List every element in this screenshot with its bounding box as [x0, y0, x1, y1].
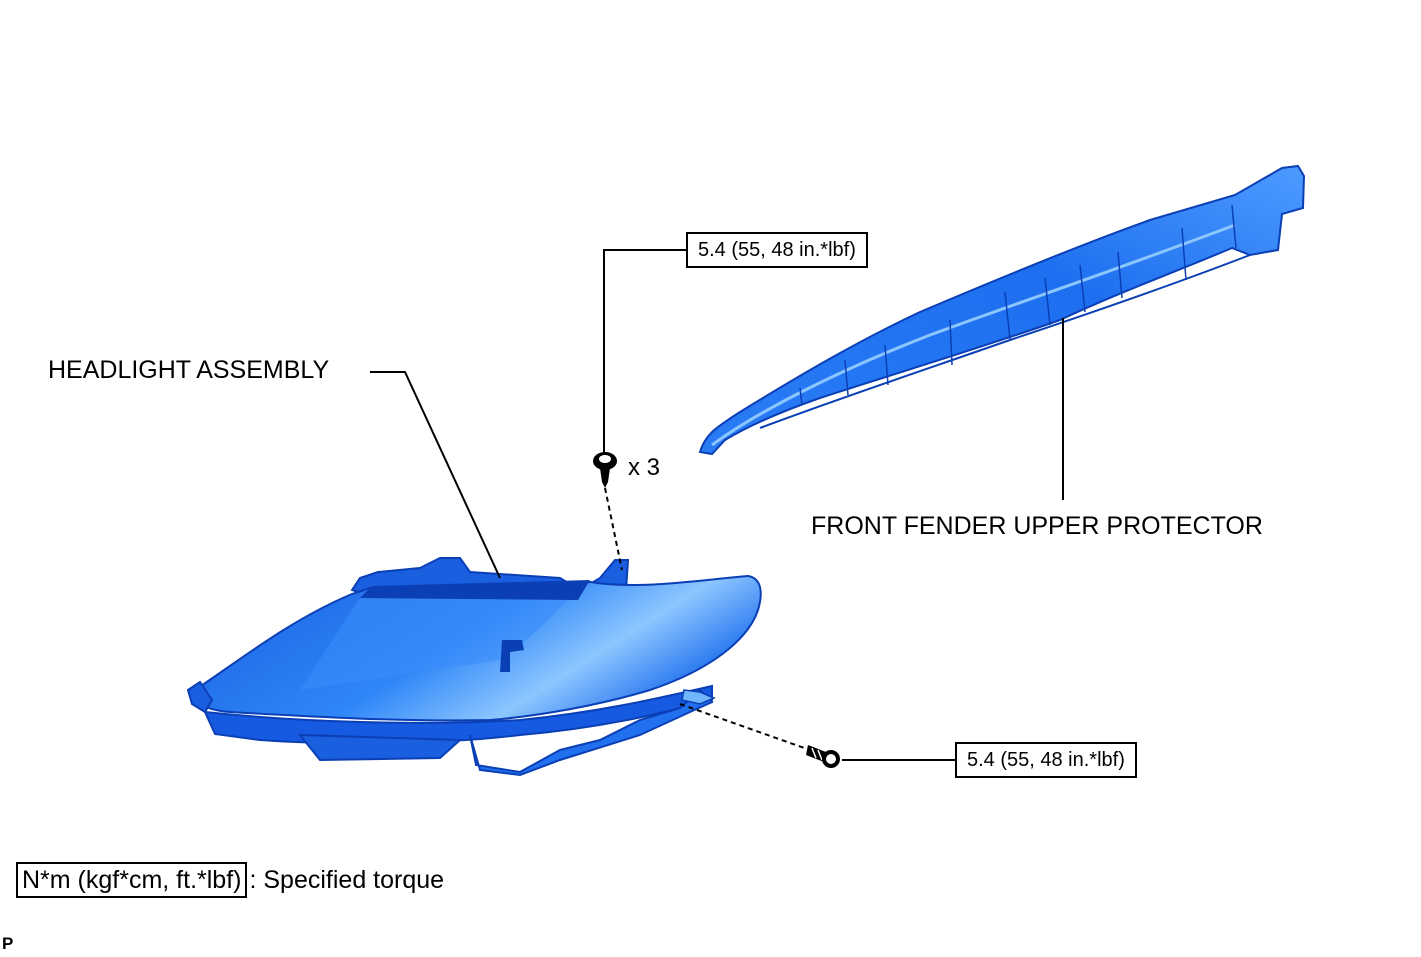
- dashed-install-lines: [604, 487, 811, 751]
- front-fender-upper-protector-part: [698, 164, 1306, 456]
- front-fender-upper-protector-label: FRONT FENDER UPPER PROTECTOR: [811, 512, 1263, 540]
- headlight-assembly-label: HEADLIGHT ASSEMBLY: [48, 356, 330, 384]
- leader-lines: [370, 249, 1064, 761]
- torque-legend: N*m (kgf*cm, ft.*lbf): Specified torque: [16, 862, 444, 898]
- legend-unit-box: N*m (kgf*cm, ft.*lbf): [16, 862, 248, 898]
- screw-icon: [593, 452, 617, 488]
- quantity-label: x 3: [628, 454, 661, 481]
- bolt-icon: [806, 745, 840, 768]
- headlight-assembly-part: [186, 557, 762, 777]
- legend-description: : Specified torque: [249, 866, 445, 894]
- torque-spec-top: 5.4 (55, 48 in.*lbf): [686, 232, 868, 268]
- figure-code: P: [2, 934, 14, 953]
- torque-spec-bottom: 5.4 (55, 48 in.*lbf): [955, 742, 1137, 778]
